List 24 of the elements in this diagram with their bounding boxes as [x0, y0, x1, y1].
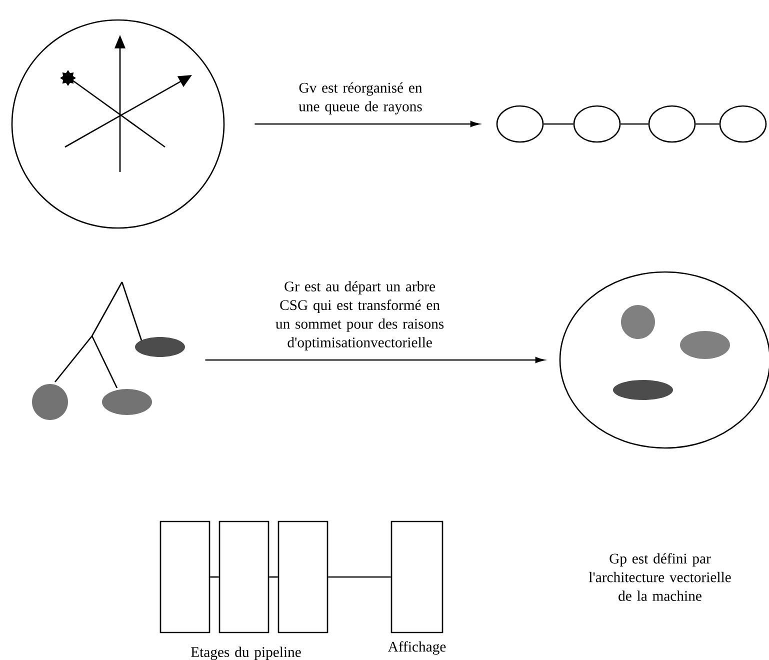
edge-label: Gr est au départ un arbre CSG qui est transformé en un sommet pour des raisons d'optimisationvectorielle	[276, 281, 444, 350]
connector	[210, 576, 219, 578]
circle-drawing	[11, 19, 225, 229]
ellipse	[648, 105, 696, 143]
connector	[620, 123, 648, 125]
tree-drawing	[32, 282, 185, 420]
edge-label: Gv est réorganisé en une queue de rayons	[298, 82, 422, 114]
connector	[205, 357, 544, 363]
ellipse	[573, 105, 621, 143]
circle-drawing	[559, 271, 769, 449]
ellipse	[719, 105, 767, 143]
connector	[544, 123, 574, 125]
ellipse	[496, 105, 544, 143]
connector	[254, 121, 480, 127]
rectangle	[390, 520, 444, 634]
box-caption: Affichage	[388, 641, 446, 655]
connector	[696, 123, 720, 125]
connector	[328, 576, 391, 578]
rectangle	[218, 520, 270, 634]
connector	[269, 576, 278, 578]
rectangle	[278, 520, 328, 634]
text-label: Gp est défini par l'architecture vectorielle de la machine	[588, 553, 731, 601]
rectangle	[160, 520, 210, 634]
text-label: Etages du pipeline	[191, 646, 301, 660]
